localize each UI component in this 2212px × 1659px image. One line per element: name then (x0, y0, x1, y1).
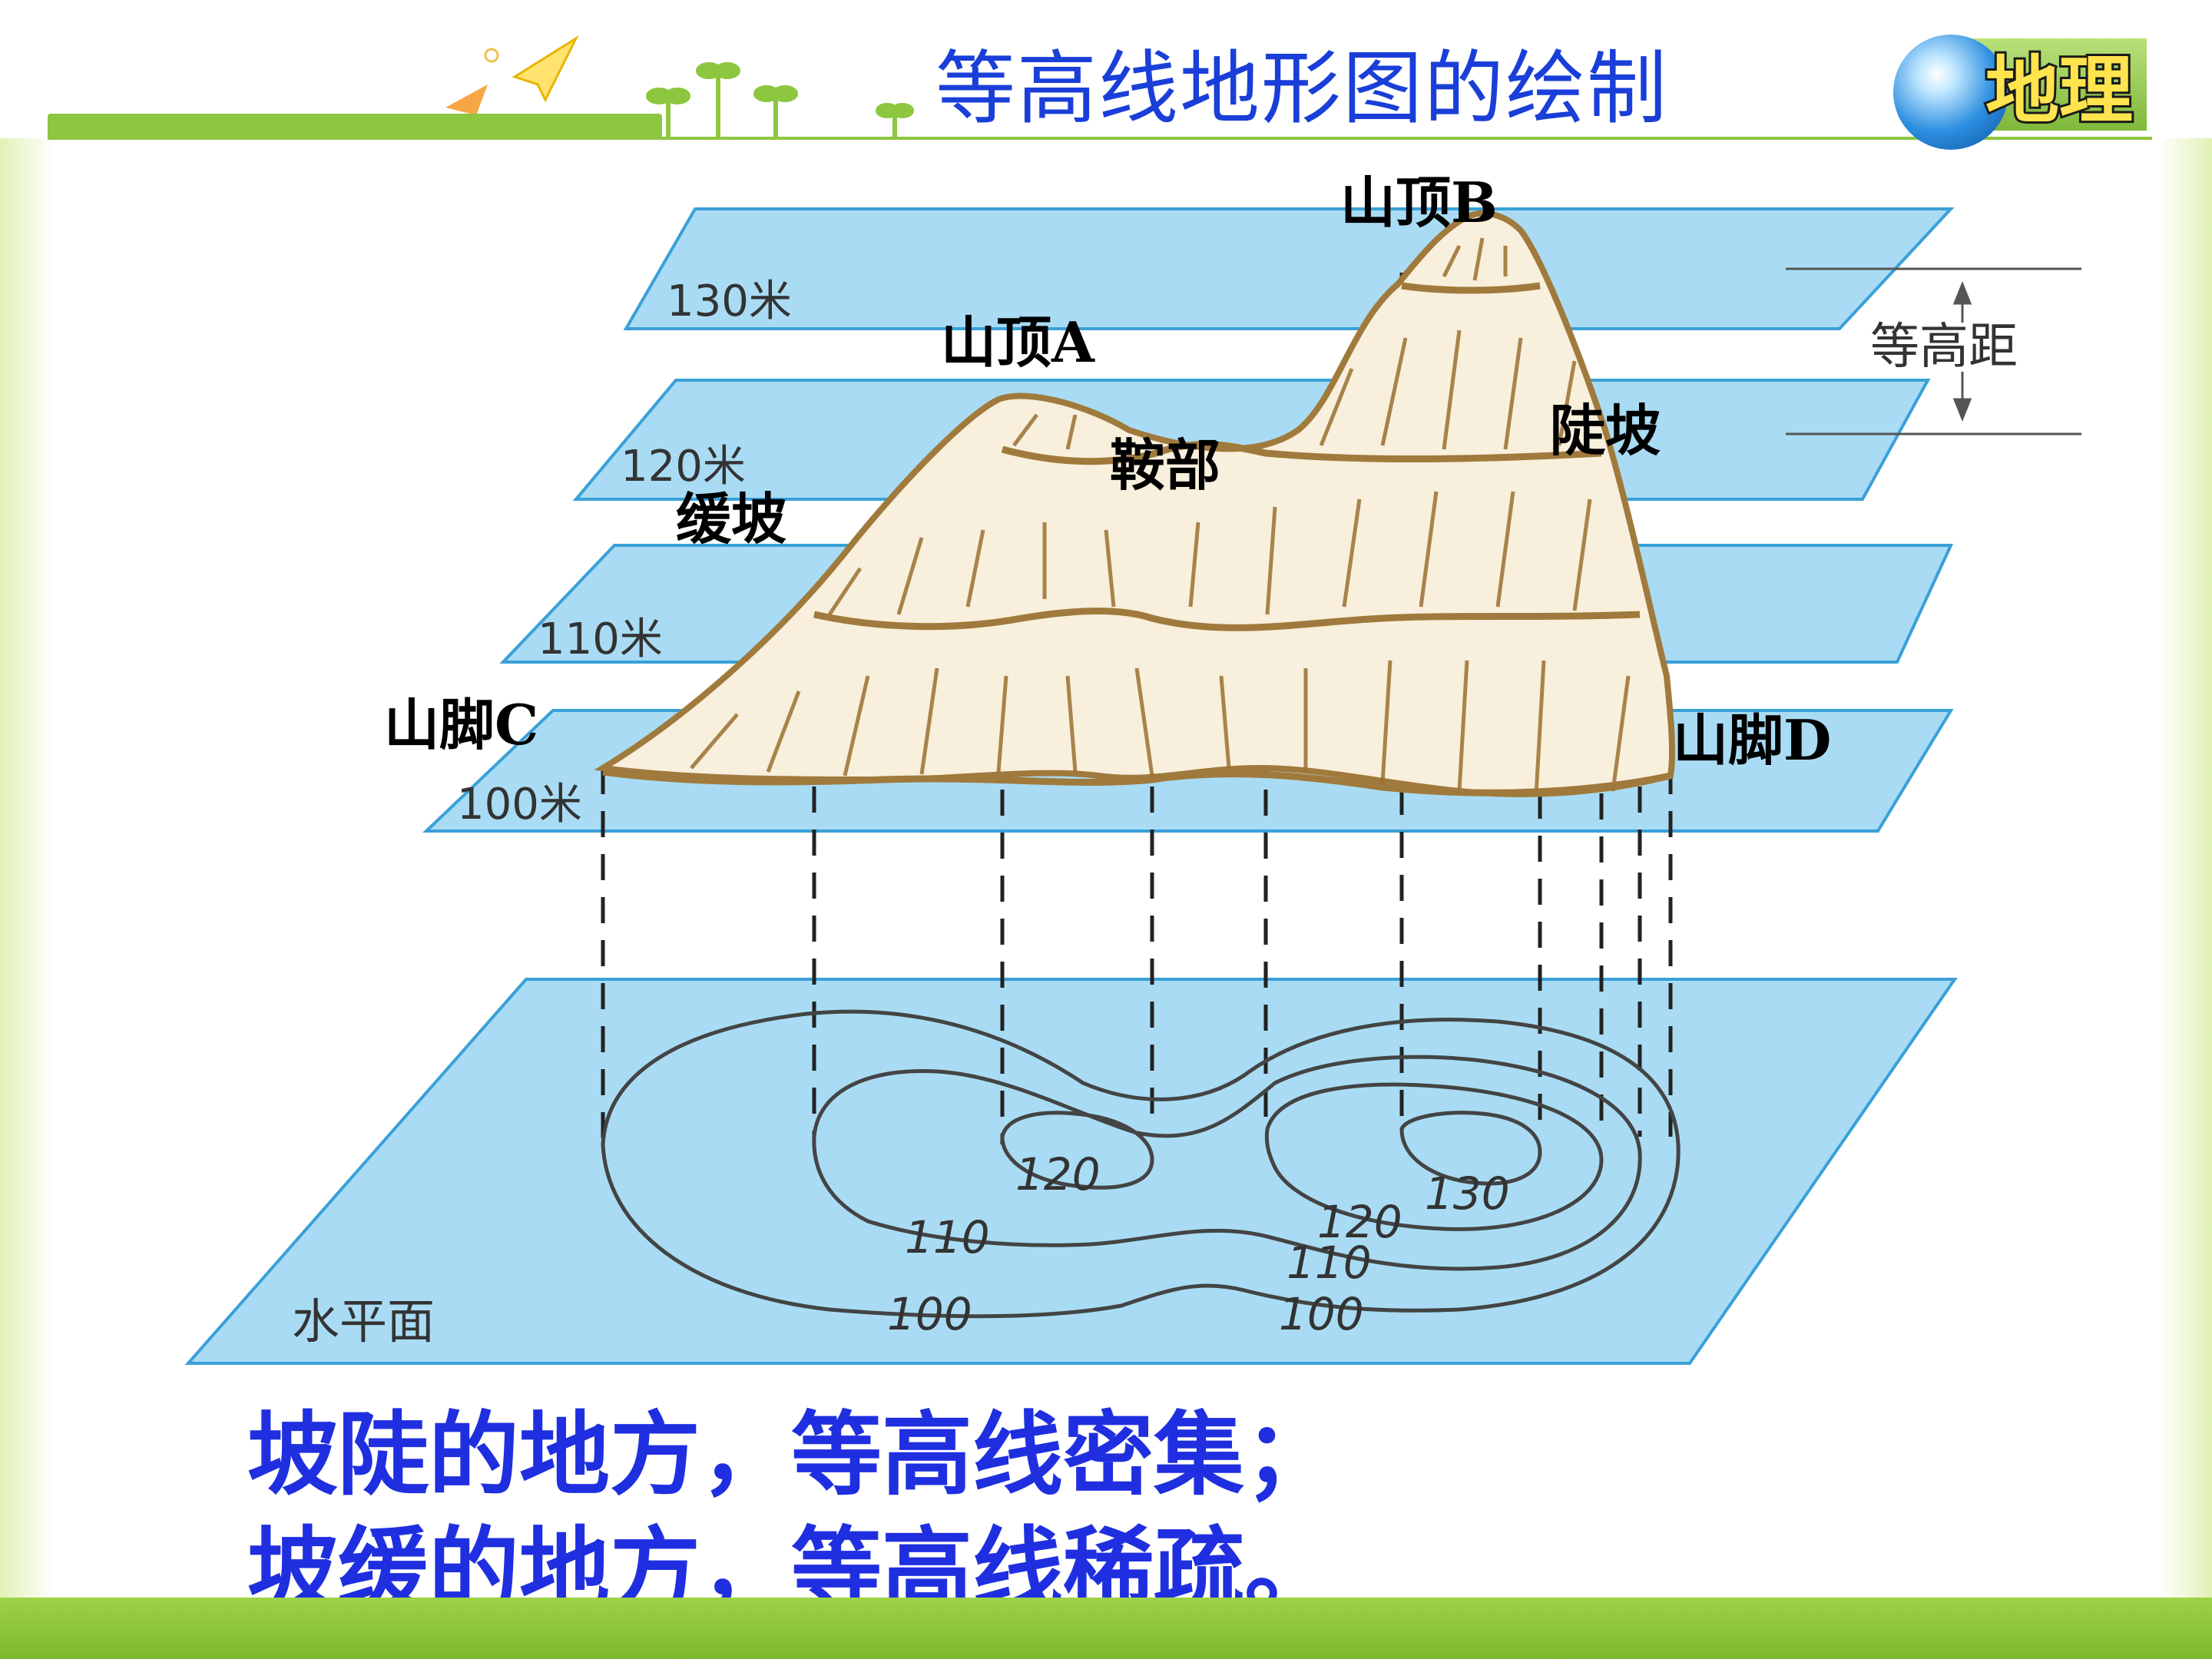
contour-value-120-b: 120 (1317, 1196, 1402, 1248)
plane-label-130: 130米 (667, 276, 792, 326)
plane-label-110: 110米 (538, 614, 663, 664)
contour-value-100-b: 100 (1279, 1288, 1364, 1340)
subject-badge: 地理 (1866, 23, 2158, 150)
label-foot-c: 山脚C (384, 692, 539, 757)
contour-sections (602, 282, 1671, 796)
globe-icon (1893, 35, 2008, 150)
contour-value-110-b: 110 (1286, 1237, 1372, 1289)
contour-100 (601, 1009, 1681, 1319)
label-saddle: 鞍部 (1110, 432, 1221, 498)
plane-label-120: 120米 (621, 442, 746, 492)
contour-130 (1399, 1111, 1542, 1186)
label-foot-d: 山脚D (1673, 707, 1832, 773)
label-gentle-slope: 缓坡 (676, 486, 787, 551)
contour-map (601, 1009, 1681, 1319)
contour-value-120-a: 120 (1015, 1148, 1101, 1200)
summary-line-1: 坡陡的地方，等高线密集； (247, 1401, 1336, 1508)
contour-120-b (1264, 1082, 1604, 1231)
label-peak-a: 山顶A (941, 310, 1094, 375)
paper-plane-icon (445, 35, 579, 115)
interval-marker (1786, 267, 2081, 435)
contour-120-a (1000, 1111, 1154, 1190)
footer-green-bar (0, 1598, 2212, 1659)
label-contour-interval: 等高距 (1870, 319, 2018, 376)
left-edge-decoration (0, 138, 54, 1598)
header-decoration (445, 35, 914, 137)
page-title: 等高线地形图的绘制 (935, 41, 1669, 135)
plane-label-sea-level: 水平面 (292, 1293, 435, 1349)
slope-hatching (690, 237, 1631, 796)
header-rule (48, 137, 2152, 140)
label-peak-b: 山顶B (1340, 170, 1498, 235)
terrain (594, 210, 1676, 797)
badge-label: 地理 (1983, 45, 2135, 136)
plane-130 (623, 207, 1955, 330)
right-edge-decoration (2158, 138, 2212, 1598)
contour-value-130: 130 (1425, 1167, 1510, 1220)
contour-value-100: 100 (887, 1288, 972, 1340)
sprouts-icon (646, 62, 914, 137)
header-green-bar (48, 114, 662, 140)
plane-label-100: 100米 (457, 780, 582, 830)
label-steep-slope: 陡坡 (1550, 398, 1661, 463)
contour-value-110: 110 (905, 1211, 990, 1263)
